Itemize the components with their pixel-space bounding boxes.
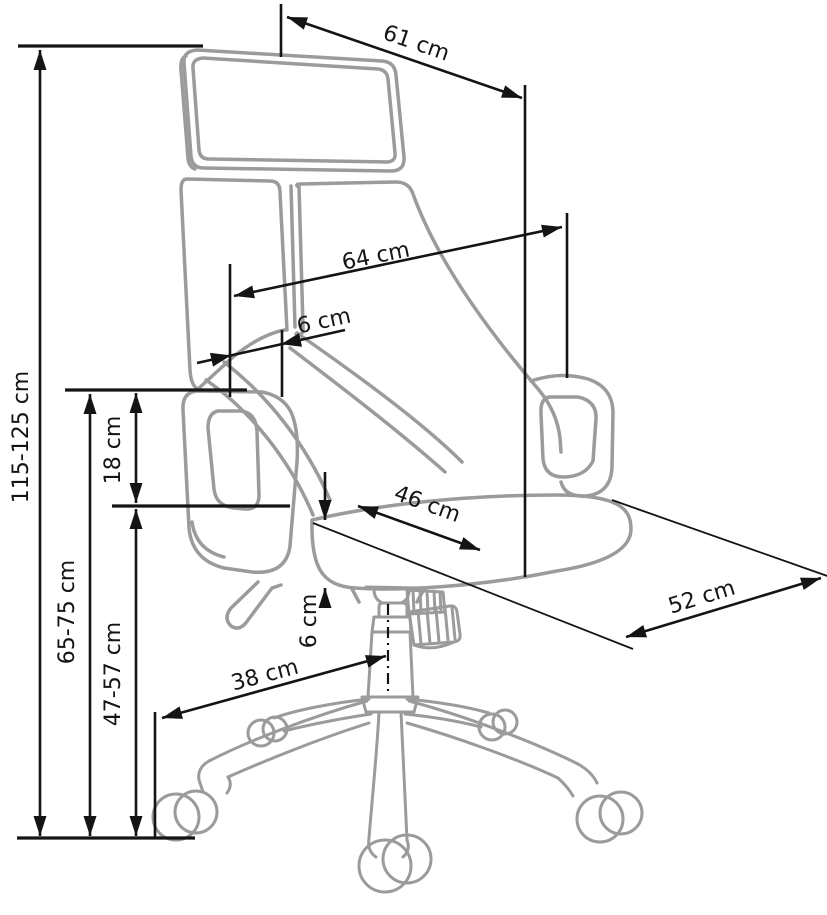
armrest-right-hole	[539, 395, 598, 479]
caster-front-center	[357, 833, 433, 894]
backrest-left-panel	[179, 177, 289, 391]
ext-52-front	[611, 499, 827, 577]
dimension-armrest-height: 65-75 cm	[55, 394, 97, 836]
dim-line	[286, 15, 523, 100]
dim-label-seat-thickness: 6 cm	[297, 594, 322, 649]
backrest-right-panel-left-edge	[294, 184, 305, 337]
dimension-overall-height: 115-125 cm	[9, 50, 47, 836]
dim-line	[357, 504, 481, 552]
dim-line	[233, 224, 563, 299]
armrest-left-outline	[181, 389, 300, 574]
arrowhead-left-facing	[281, 333, 303, 347]
base-leg-front-right	[405, 699, 580, 780]
tilt-lever-handle	[225, 580, 283, 630]
backrest-panel-seam	[289, 184, 297, 329]
dimension-base-span: 38 cm	[161, 654, 387, 720]
backrest-frame-right-branch-inner	[288, 346, 447, 474]
dimension-seat-depth: 46 cm	[357, 481, 481, 552]
base-leg-front-center	[367, 710, 409, 842]
seat-outline	[310, 493, 633, 591]
chair-tilt-lever	[225, 580, 283, 630]
dim-label-seat-to-armrest: 18 cm	[101, 416, 126, 485]
backrest-frame-right-branch	[295, 331, 464, 464]
dim-line	[161, 654, 387, 720]
headrest-inner-seam	[191, 56, 397, 164]
dim-label-overall-height: 115-125 cm	[9, 371, 34, 503]
chair-line-art	[151, 48, 644, 894]
dimension-seat-to-armrest: 18 cm	[101, 393, 143, 503]
gas-lift-cap	[377, 601, 409, 619]
gas-lift-cylinder	[366, 630, 415, 699]
armrest-left-hole	[206, 409, 261, 511]
extension-lines	[17, 4, 827, 840]
base-leg-rear-right	[403, 697, 491, 729]
gas-lift-collar	[370, 615, 413, 634]
chair-headrest	[179, 48, 406, 173]
chair-armrest-left	[181, 389, 300, 574]
ext-52-rear	[312, 522, 634, 650]
dim-label-backrest-width: 64 cm	[340, 237, 412, 275]
caster-front-left	[151, 789, 219, 842]
caster-fork-front-center	[367, 836, 410, 859]
dim-line	[625, 576, 822, 639]
caster-fork-front-left	[197, 759, 232, 795]
chair-base	[151, 695, 644, 894]
backrest-frame-left-branch-inner	[222, 360, 332, 502]
dimension-seat-thickness: 6 cm	[297, 472, 332, 649]
caster-fork-front-right	[556, 762, 599, 798]
dim-label-armrest-height: 65-75 cm	[55, 560, 80, 664]
dim-label-seat-height: 47-57 cm	[101, 622, 126, 726]
dimension-seat-width: 52 cm	[625, 576, 822, 639]
height-adjustment-knob	[407, 604, 462, 650]
caster-front-right	[575, 790, 644, 844]
headrest-left-edge	[179, 54, 197, 171]
chair-backrest	[179, 177, 563, 517]
chair-gas-lift	[364, 585, 462, 699]
dimension-seat-height: 47-57 cm	[101, 509, 143, 836]
arrowhead-right-facing	[209, 352, 231, 367]
armrest-left-lower-seam	[190, 520, 226, 559]
dim-label-headrest-depth: 61 cm	[380, 21, 453, 67]
